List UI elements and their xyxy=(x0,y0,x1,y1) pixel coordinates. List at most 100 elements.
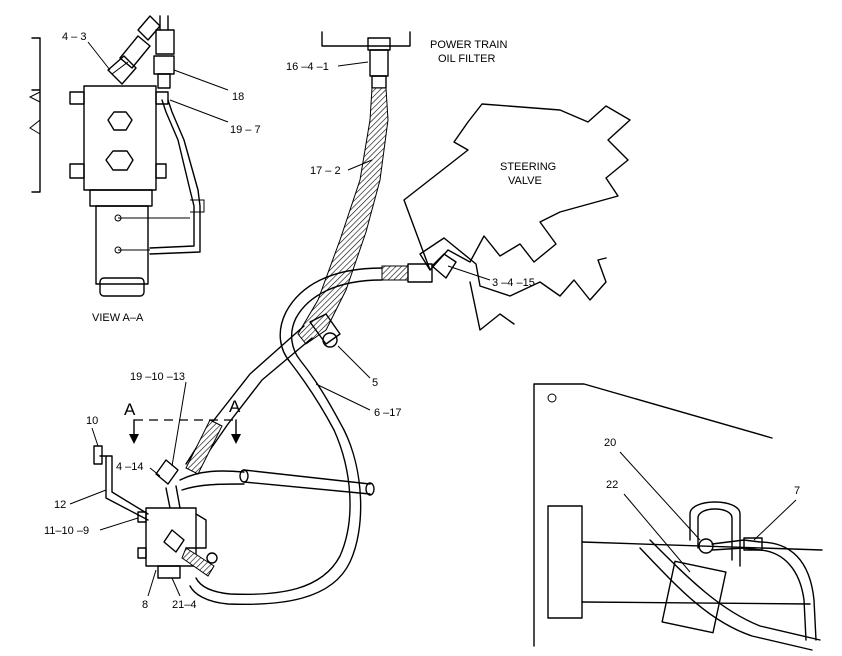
label-a-left: A xyxy=(124,400,136,419)
section-arrow-right-head xyxy=(231,434,241,444)
clamp-bolt xyxy=(322,332,338,348)
section-arrow-left-head xyxy=(129,434,139,444)
fitting-elbow xyxy=(431,253,457,279)
label-20: 20 xyxy=(604,437,616,449)
tube-19-7 xyxy=(149,99,195,249)
label-18: 18 xyxy=(232,91,244,103)
fitting-low xyxy=(371,75,387,89)
bolt-left-upper xyxy=(69,91,85,105)
valve-block xyxy=(83,85,157,191)
valve-assembly-lower xyxy=(93,445,218,579)
valve-body-lower xyxy=(95,205,149,285)
leader-4-14 xyxy=(149,467,161,477)
sensor-nut xyxy=(153,55,175,75)
valve-side-plug xyxy=(163,529,185,553)
inset-u-bracket xyxy=(689,501,741,567)
hose-17-2 xyxy=(297,87,389,345)
valve-bolt-left-lower xyxy=(137,547,147,559)
bolt-right-upper xyxy=(155,91,169,105)
hose-6-17-outer xyxy=(195,267,383,596)
filter-fitting-16-4-1 xyxy=(367,37,391,89)
label-12: 12 xyxy=(54,499,66,511)
tube-to-frame xyxy=(179,470,245,491)
label-10: 10 xyxy=(86,415,98,427)
inset-hose-curve-b xyxy=(639,547,813,651)
leader-19-10-13 xyxy=(171,381,187,467)
port-upper xyxy=(114,214,122,222)
inset-fitting-7 xyxy=(743,537,763,551)
leader-22 xyxy=(623,493,691,573)
valve-hose-cap xyxy=(206,552,218,564)
label-6-17: 6 –17 xyxy=(374,407,402,419)
frame-tube xyxy=(243,469,371,495)
valve-fitting-stem xyxy=(165,485,181,509)
label-steering-1: STEERING xyxy=(500,161,556,173)
oil-filter-outline xyxy=(321,31,411,47)
leader-19-7 xyxy=(169,99,229,123)
hex-plug-lower xyxy=(105,150,134,171)
label-5: 5 xyxy=(372,377,378,389)
fitting-mid xyxy=(369,49,389,77)
frame-tube-end-left xyxy=(239,469,249,483)
label-19-10-13: 19 –10 –13 xyxy=(130,371,185,383)
label-a-right: A xyxy=(229,397,241,416)
valve-block-base xyxy=(89,189,153,207)
elbow-fitting-4-3 xyxy=(107,15,161,85)
bolt-right-lower xyxy=(155,163,167,179)
bracket-12 xyxy=(99,455,149,521)
leader-6-17 xyxy=(315,383,371,411)
leader-16-4-1 xyxy=(337,61,369,67)
elbow-nut xyxy=(107,55,137,85)
label-16-4-1: 16 –4 –1 xyxy=(286,61,329,73)
inset-frame-hole xyxy=(547,393,557,403)
valve-bolt-left-upper xyxy=(137,511,147,523)
tube-upper-b xyxy=(195,337,313,471)
inset-block xyxy=(547,505,583,619)
leader-12 xyxy=(69,489,107,505)
inset-detail xyxy=(533,383,823,651)
leader-18 xyxy=(173,69,229,91)
label-21-4: 21–4 xyxy=(172,599,196,611)
leader-20 xyxy=(619,451,701,541)
bolt-left-lower xyxy=(69,163,85,179)
leader-5 xyxy=(337,345,371,379)
tube-clip xyxy=(190,199,205,213)
label-22: 22 xyxy=(606,479,618,491)
valve-hose-stub xyxy=(181,547,215,577)
fitting-top xyxy=(367,37,391,51)
section-marker-a-a xyxy=(129,419,241,444)
label-17-2: 17 – 2 xyxy=(310,165,341,177)
sensor-body xyxy=(155,29,175,55)
inset-rail-top xyxy=(581,541,823,551)
port-lower xyxy=(114,246,122,254)
valve-tube-right xyxy=(185,513,207,549)
label-7: 7 xyxy=(794,485,800,497)
hose-crimp-lower xyxy=(185,419,223,475)
elbow-body xyxy=(119,35,151,69)
leader-7 xyxy=(753,499,797,541)
label-19-7: 19 – 7 xyxy=(230,124,261,136)
leader-17-2 xyxy=(347,159,373,171)
label-11-10-9: 11–10 –9 xyxy=(44,525,89,537)
clamp-body xyxy=(309,313,341,345)
leader-4-3 xyxy=(87,41,111,71)
steering-valve-bottom xyxy=(469,281,515,331)
clamp-5 xyxy=(309,313,341,348)
label-steering-2: VALVE xyxy=(508,175,542,187)
frame-break-line xyxy=(31,37,41,193)
label-8: 8 xyxy=(142,599,148,611)
label-4-3: 4 – 3 xyxy=(62,31,86,43)
label-power-train-2: OIL FILTER xyxy=(438,53,496,65)
hose-6-17-inner xyxy=(189,279,383,606)
label-4-14: 4 –14 xyxy=(116,461,144,473)
hose-fitting-3-4-15 xyxy=(381,253,457,283)
sensor-base xyxy=(157,73,171,89)
frame-break-detail xyxy=(28,91,41,135)
leader-21-4 xyxy=(171,577,181,597)
inset-bolt-20 xyxy=(698,538,714,554)
leader-3-4-15 xyxy=(447,265,491,281)
leader-11-10-9 xyxy=(99,517,139,531)
valve-bottom-nut xyxy=(157,565,181,579)
inset-hose-curve-a xyxy=(649,539,821,641)
